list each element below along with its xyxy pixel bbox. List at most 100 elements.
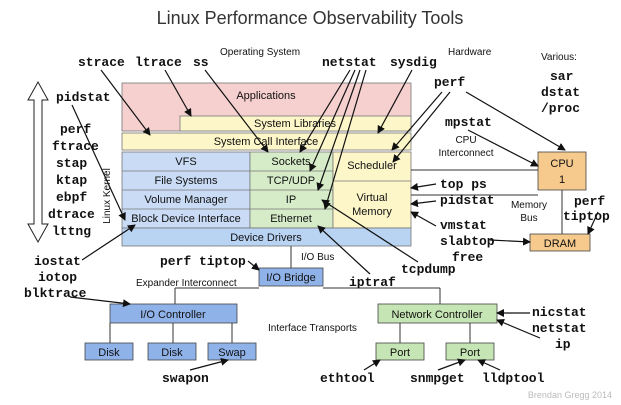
diagram-title: Linux Performance Observability Tools	[157, 8, 464, 28]
tool-iotop: iotop	[38, 270, 77, 285]
label-interface-transports: Interface Transports	[268, 323, 357, 334]
ip-label: IP	[286, 194, 296, 206]
block-device-interface-label: Block Device Interface	[131, 213, 240, 225]
tool-left-perf: perf	[60, 122, 91, 137]
volume-manager-label: Volume Manager	[144, 194, 227, 206]
arrow-netstat-3	[316, 69, 361, 191]
tool-netstat: netstat	[322, 55, 377, 70]
tool-ip: ip	[555, 337, 571, 352]
arrow-mpstat	[467, 129, 539, 167]
dram-label: DRAM	[544, 238, 576, 250]
tool-left-ebpf: ebpf	[56, 190, 87, 205]
swap-box	[207, 342, 257, 361]
arrow-vmstat-vm	[410, 211, 437, 227]
label-linux-kernel: Linux Kernel	[102, 168, 113, 224]
tool-perf-tiptop-bus: perf tiptop	[160, 254, 246, 269]
tool-slabtop: slabtop	[440, 234, 495, 249]
device-drivers-label: Device Drivers	[230, 232, 302, 244]
tool-top-ps: top ps	[440, 177, 487, 192]
cpu-label: CPU	[550, 158, 573, 170]
tool-proc: /proc	[541, 101, 580, 116]
arrow-ss	[204, 69, 269, 153]
swap-label: Swap	[218, 347, 246, 359]
tool-left-ftrace: ftrace	[52, 139, 99, 154]
arrow-perf-1	[391, 91, 443, 151]
arrow-perf-tiptop-bus	[247, 260, 260, 271]
tool-snmpget: snmpget	[410, 371, 465, 386]
tool-blktrace: blktrace	[24, 286, 87, 301]
label-various: Various:	[541, 52, 577, 63]
scheduler-label: Scheduler	[347, 160, 397, 172]
io-controller-label: I/O Controller	[140, 309, 206, 321]
tool-strace: strace	[78, 55, 125, 70]
arrow-swapon	[189, 357, 229, 371]
tool-nicstat: nicstat	[532, 305, 587, 320]
arrow-snmpget	[437, 358, 466, 371]
tool-lldptool: lldptool	[482, 371, 545, 386]
arrow-tcpdump	[321, 199, 419, 263]
arrow-strace	[100, 69, 151, 136]
tcp-udp-label: TCP/UDP	[267, 175, 315, 187]
port-2-label: Port	[460, 347, 480, 359]
arrow-pidstat-right	[410, 199, 437, 208]
tool-iostat: iostat	[34, 254, 81, 269]
tool-netstat-nic: netstat	[532, 321, 587, 336]
label-expander-interconnect: Expander Interconnect	[136, 278, 237, 289]
disk-2-label: Disk	[161, 347, 183, 359]
arrow-iptraf	[317, 225, 371, 275]
tool-iptraf: iptraf	[349, 275, 396, 290]
io-bridge-box	[258, 267, 324, 287]
footer-credit: Brendan Gregg 2014	[528, 390, 612, 400]
tool-mpstat: mpstat	[445, 115, 492, 130]
tool-perf-top: perf	[434, 75, 465, 90]
label-memory-bus-1: Memory	[511, 200, 547, 211]
tool-dstat: dstat	[541, 85, 580, 100]
system-libraries-box	[179, 115, 412, 132]
tool-sysdig: sysdig	[390, 55, 437, 70]
ethernet-label: Ethernet	[270, 213, 312, 225]
cpu-box	[537, 151, 587, 191]
tool-swapon: swapon	[162, 371, 209, 386]
virtual-memory-label-2: Memory	[352, 206, 392, 218]
arrow-pidstat-left	[71, 104, 126, 221]
port-1-label: Port	[390, 347, 410, 359]
vfs-label: VFS	[175, 156, 196, 168]
arrow-netstat-1	[299, 69, 351, 153]
tool-ltrace: ltrace	[135, 55, 182, 70]
tool-tiptop-right: tiptop	[563, 209, 610, 224]
sockets-label: Sockets	[271, 156, 311, 168]
system-libraries-label: System Libraries	[254, 118, 336, 130]
arrow-vmstat	[489, 237, 531, 246]
arrow-top-ps	[410, 182, 437, 191]
tool-left-stap: stap	[56, 156, 87, 171]
tool-left-ktap: ktap	[56, 173, 87, 188]
label-hardware: Hardware	[448, 47, 492, 58]
arrow-blktrace	[69, 296, 131, 308]
label-cpu-interconnect-1: CPU	[455, 135, 476, 146]
network-controller-label: Network Controller	[391, 309, 482, 321]
tool-ethtool: ethtool	[320, 371, 375, 386]
arrow-group	[69, 69, 599, 371]
disk-2-box	[147, 342, 197, 361]
tool-pidstat-left: pidstat	[56, 90, 111, 105]
virtual-memory-label-1: Virtual	[357, 192, 388, 204]
applications-label: Applications	[236, 90, 296, 102]
arrow-sysdig	[377, 69, 413, 134]
file-systems-label: File Systems	[155, 175, 218, 187]
disk-1-label: Disk	[98, 347, 120, 359]
arrow-netstat-2	[309, 69, 356, 172]
kernel-scope-arrow-icon	[27, 80, 49, 244]
port-2-box	[445, 342, 495, 361]
arrow-iostat	[81, 224, 136, 261]
device-drivers-box	[121, 227, 412, 247]
system-call-interface-label: System Call Interface	[214, 136, 319, 148]
arrow-perf-tiptop-right	[587, 211, 599, 235]
arrow-lldptool	[477, 359, 501, 371]
arrow-perf-3	[465, 91, 566, 151]
arrow-ltrace	[164, 69, 192, 117]
tool-left-dtrace: dtrace	[48, 207, 95, 222]
tool-perf-right: perf	[574, 194, 605, 209]
arrow-perf-2	[392, 91, 451, 163]
tool-vmstat: vmstat	[440, 218, 487, 233]
